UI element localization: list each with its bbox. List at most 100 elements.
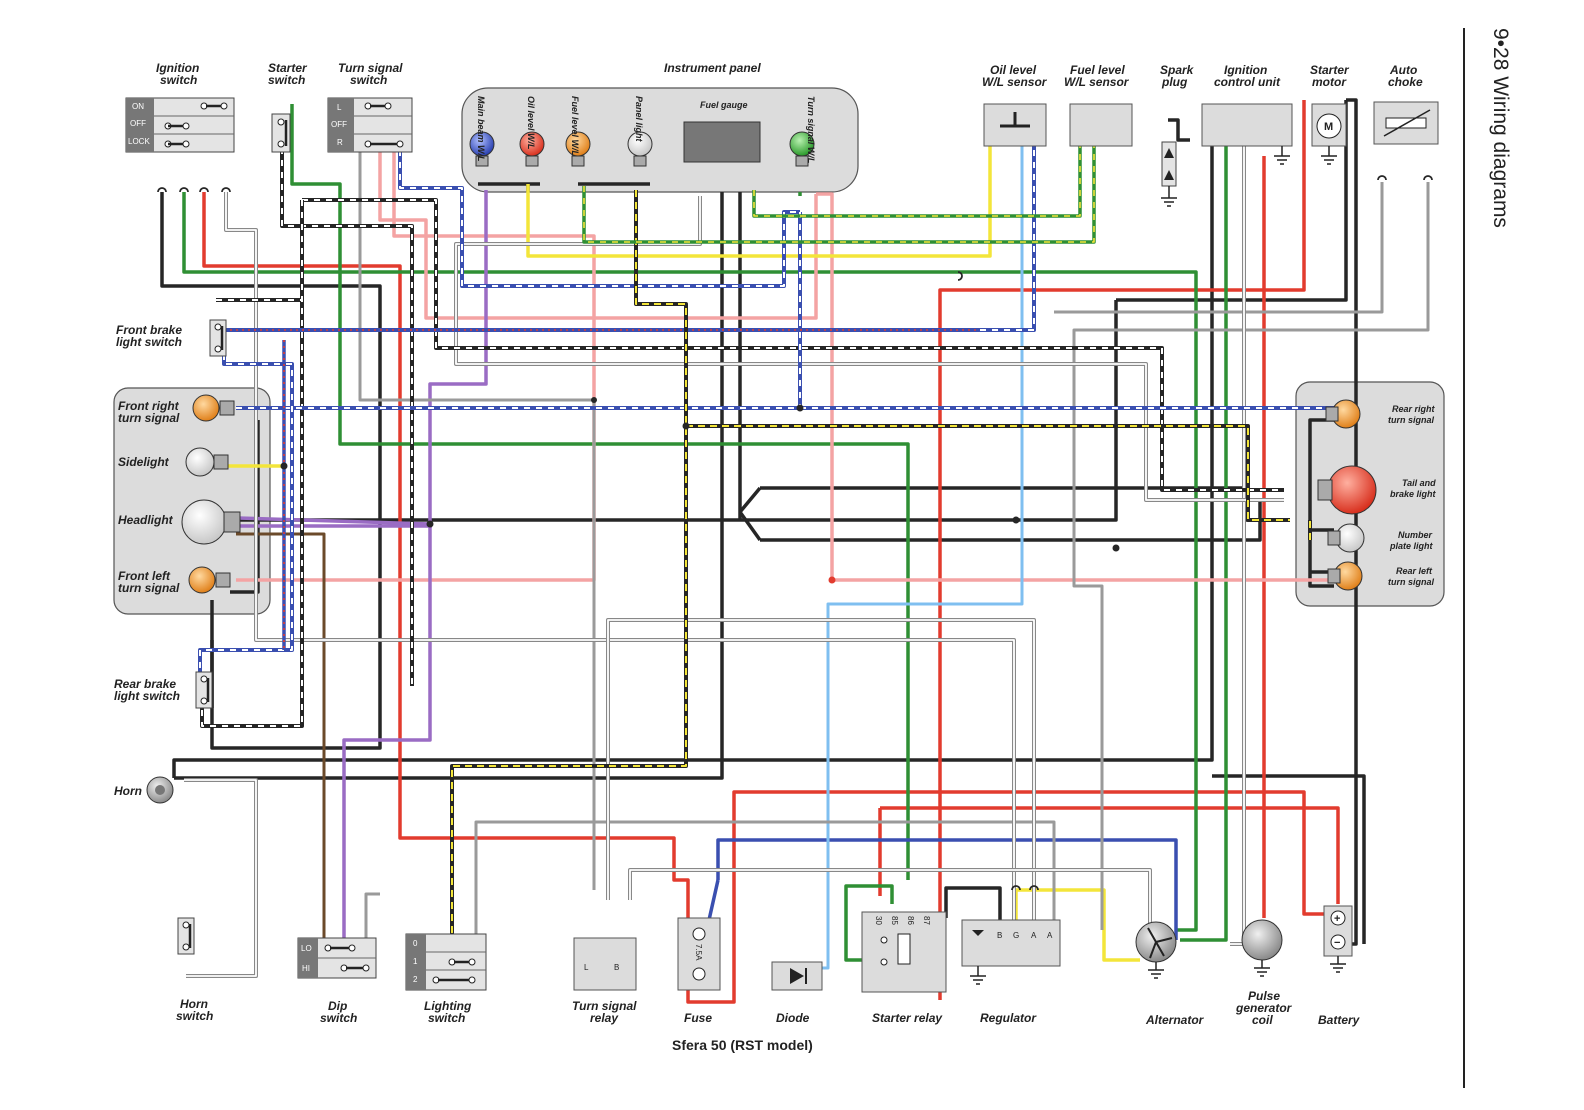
lamp-panel: Panel light: [634, 96, 644, 143]
pulse-coil-label-2: generator: [1235, 1001, 1293, 1015]
diode: [771, 961, 823, 991]
light-pos-2: 2: [413, 975, 418, 984]
horn-switch: [177, 917, 195, 955]
front-brake-switch: [209, 319, 227, 357]
turn-signal-relay: L B: [573, 937, 637, 991]
instrument-panel-label: Instrument panel: [664, 61, 761, 75]
light-pos-0: 0: [413, 939, 418, 948]
dip-switch-label-1: Dip: [328, 999, 347, 1013]
front-left-label-1: Front left: [118, 569, 171, 583]
sidelight-label: Sidelight: [118, 455, 170, 469]
oil-sensor-label-2: W/L sensor: [982, 75, 1048, 89]
rear-right-label-1: Rear right: [1392, 404, 1436, 414]
front-left-label-2: turn signal: [118, 581, 180, 595]
wire-green-yellow: [582, 136, 1096, 244]
horn-switch-label-1: Horn: [180, 997, 208, 1011]
turn-signal-switch[interactable]: L OFF R: [327, 97, 413, 153]
rear-left-label-1: Rear left: [1396, 566, 1433, 576]
lamp-fuel: Fuel level W/L: [570, 96, 580, 156]
rear-right-signal: [1325, 399, 1361, 429]
instrument-panel-body: [461, 87, 859, 193]
turn-relay-label-2: relay: [590, 1011, 619, 1025]
sr-terminal-87: 87: [922, 916, 931, 925]
number-plate-light: [1327, 523, 1365, 553]
panel-light-lamp: [627, 131, 653, 167]
plate-label-1: Number: [1398, 530, 1433, 540]
turn-pos-r: R: [337, 138, 343, 147]
front-brake-label-2: light switch: [116, 335, 182, 349]
battery-label: Battery: [1318, 1013, 1361, 1027]
reg-terminal-a1: A: [1031, 931, 1037, 940]
instrument-panel-lamps: Main beam W/L Oil level W/L Fuel level W…: [469, 96, 816, 167]
fuel-sensor-label-2: W/L sensor: [1064, 75, 1130, 89]
starter-motor-label-1: Starter: [1310, 63, 1350, 77]
dip-pos-lo: LO: [301, 944, 312, 953]
reg-terminal-g: G: [1013, 931, 1019, 940]
lamp-oil: Oil level W/L: [526, 96, 536, 150]
lighting-switch[interactable]: 0 1 2: [405, 933, 487, 991]
light-pos-1: 1: [413, 957, 418, 966]
front-left-signal: [188, 566, 231, 594]
front-lights-panel: [113, 387, 271, 615]
battery-neg: −: [1334, 937, 1340, 949]
starter-switch-label-2: switch: [268, 73, 305, 87]
wire-blue-red: [224, 328, 980, 650]
panels: [113, 87, 1445, 615]
dip-switch[interactable]: LO HI: [297, 937, 377, 979]
rear-brake-label-2: light switch: [114, 689, 180, 703]
main-beam-lamp: [469, 131, 495, 167]
fuel-gauge-box: [683, 121, 761, 163]
headlight-label: Headlight: [118, 513, 174, 527]
junctions: [280, 397, 1120, 584]
icu-label-1: Ignition: [1224, 63, 1267, 77]
starter-switch[interactable]: [271, 113, 291, 153]
turn-signal-lamp: [789, 131, 815, 167]
front-right-label-1: Front right: [118, 399, 180, 413]
spark-plug-label-2: plug: [1161, 75, 1188, 89]
oil-sensor-label-1: Oil level: [990, 63, 1037, 77]
alternator: [1135, 921, 1177, 979]
sr-terminal-85: 85: [890, 916, 899, 925]
starter-relay: 30 85 86 87: [861, 911, 947, 993]
sidelight-bulb: [185, 447, 229, 477]
tail-label-2: brake light: [1390, 489, 1437, 499]
ignition-pos-off: OFF: [130, 119, 146, 128]
front-right-signal: [192, 394, 235, 422]
wire-brown: [236, 532, 326, 940]
lamp-main-beam-1: Main beam W/L: [476, 96, 486, 162]
front-right-label-2: turn signal: [118, 411, 180, 425]
lamp-fuel-gauge: Fuel gauge: [700, 100, 748, 110]
dip-switch-label-2: switch: [320, 1011, 357, 1025]
rear-brake-label-1: Rear brake: [114, 677, 176, 691]
ignition-switch[interactable]: ON OFF LOCK: [125, 97, 235, 153]
fuel-level-lamp: [565, 131, 591, 167]
wire-pink: [236, 150, 1334, 582]
connectors: [157, 175, 1433, 891]
horn-label: Horn: [114, 784, 142, 798]
fuse-rating: 7.5A: [694, 944, 703, 961]
rear-brake-switch: [195, 671, 213, 709]
page-header: 9•28 Wiring diagrams: [1463, 28, 1512, 1088]
icu-label-2: control unit: [1214, 75, 1281, 89]
rear-left-label-2: turn signal: [1388, 577, 1435, 587]
diagram-title: Sfera 50 (RST model): [672, 1037, 813, 1053]
dip-pos-hi: HI: [302, 964, 310, 973]
tail-brake-light: [1317, 465, 1377, 515]
pulse-coil-label-3: coil: [1252, 1013, 1273, 1027]
pulse-coil-label-1: Pulse: [1248, 989, 1280, 1003]
alternator-label: Alternator: [1145, 1013, 1205, 1027]
regulator: B G A A: [961, 919, 1061, 985]
battery-pos: +: [1334, 913, 1340, 925]
auto-choke-label-2: choke: [1388, 75, 1423, 89]
front-brake-label-1: Front brake: [116, 323, 182, 337]
auto-choke: [1373, 101, 1439, 145]
horn: [146, 776, 174, 804]
headlight-bulb: [181, 499, 241, 545]
tail-label-1: Tail and: [1402, 478, 1436, 488]
spark-plug-label-1: Spark: [1160, 63, 1195, 77]
turn-pos-l: L: [337, 103, 342, 112]
auto-choke-label-1: Auto: [1389, 63, 1417, 77]
oil-level-sensor: [983, 103, 1047, 147]
starter-motor-label-2: motor: [1312, 75, 1347, 89]
